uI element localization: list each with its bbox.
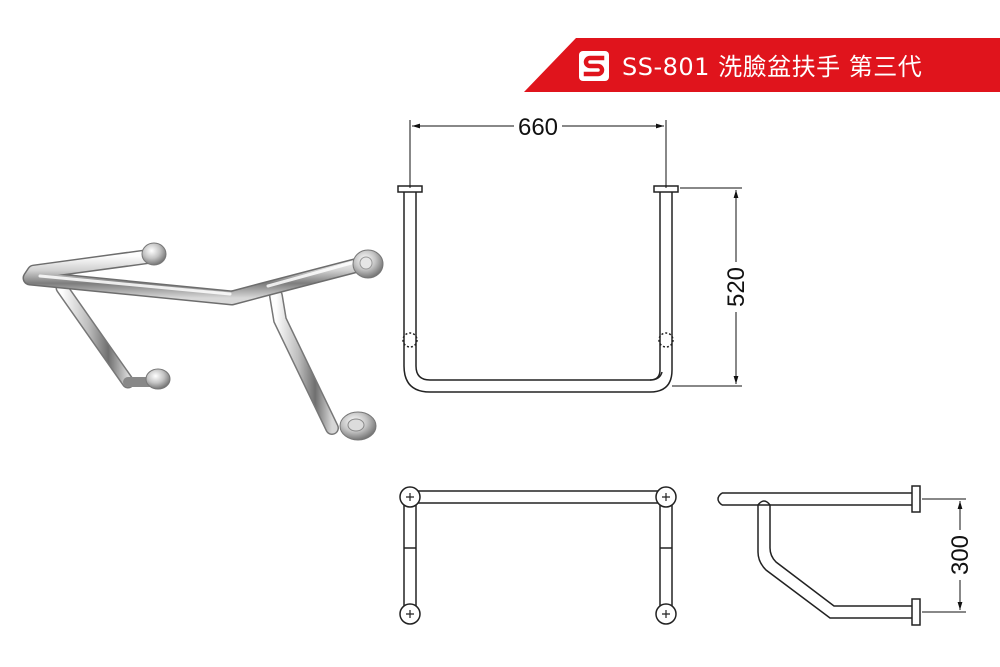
dimension-depth-label-bg [948,530,972,580]
dimension-height-label: 520 [723,267,750,307]
brand-logo-icon [579,51,609,81]
dimension-depth-label: 300 [947,535,974,575]
product-title: SS-801 洗臉盆扶手 第三代 [622,53,923,81]
dimension-height-label-bg [724,262,748,312]
dimension-width-label: 660 [518,114,558,141]
plan-view [399,486,677,625]
product-photo [22,242,384,441]
header-banner [524,38,1000,92]
front-elevation-view [397,185,679,393]
banner-background [524,38,1000,92]
dimension-width-label-bg [514,114,562,138]
side-view [717,485,921,626]
